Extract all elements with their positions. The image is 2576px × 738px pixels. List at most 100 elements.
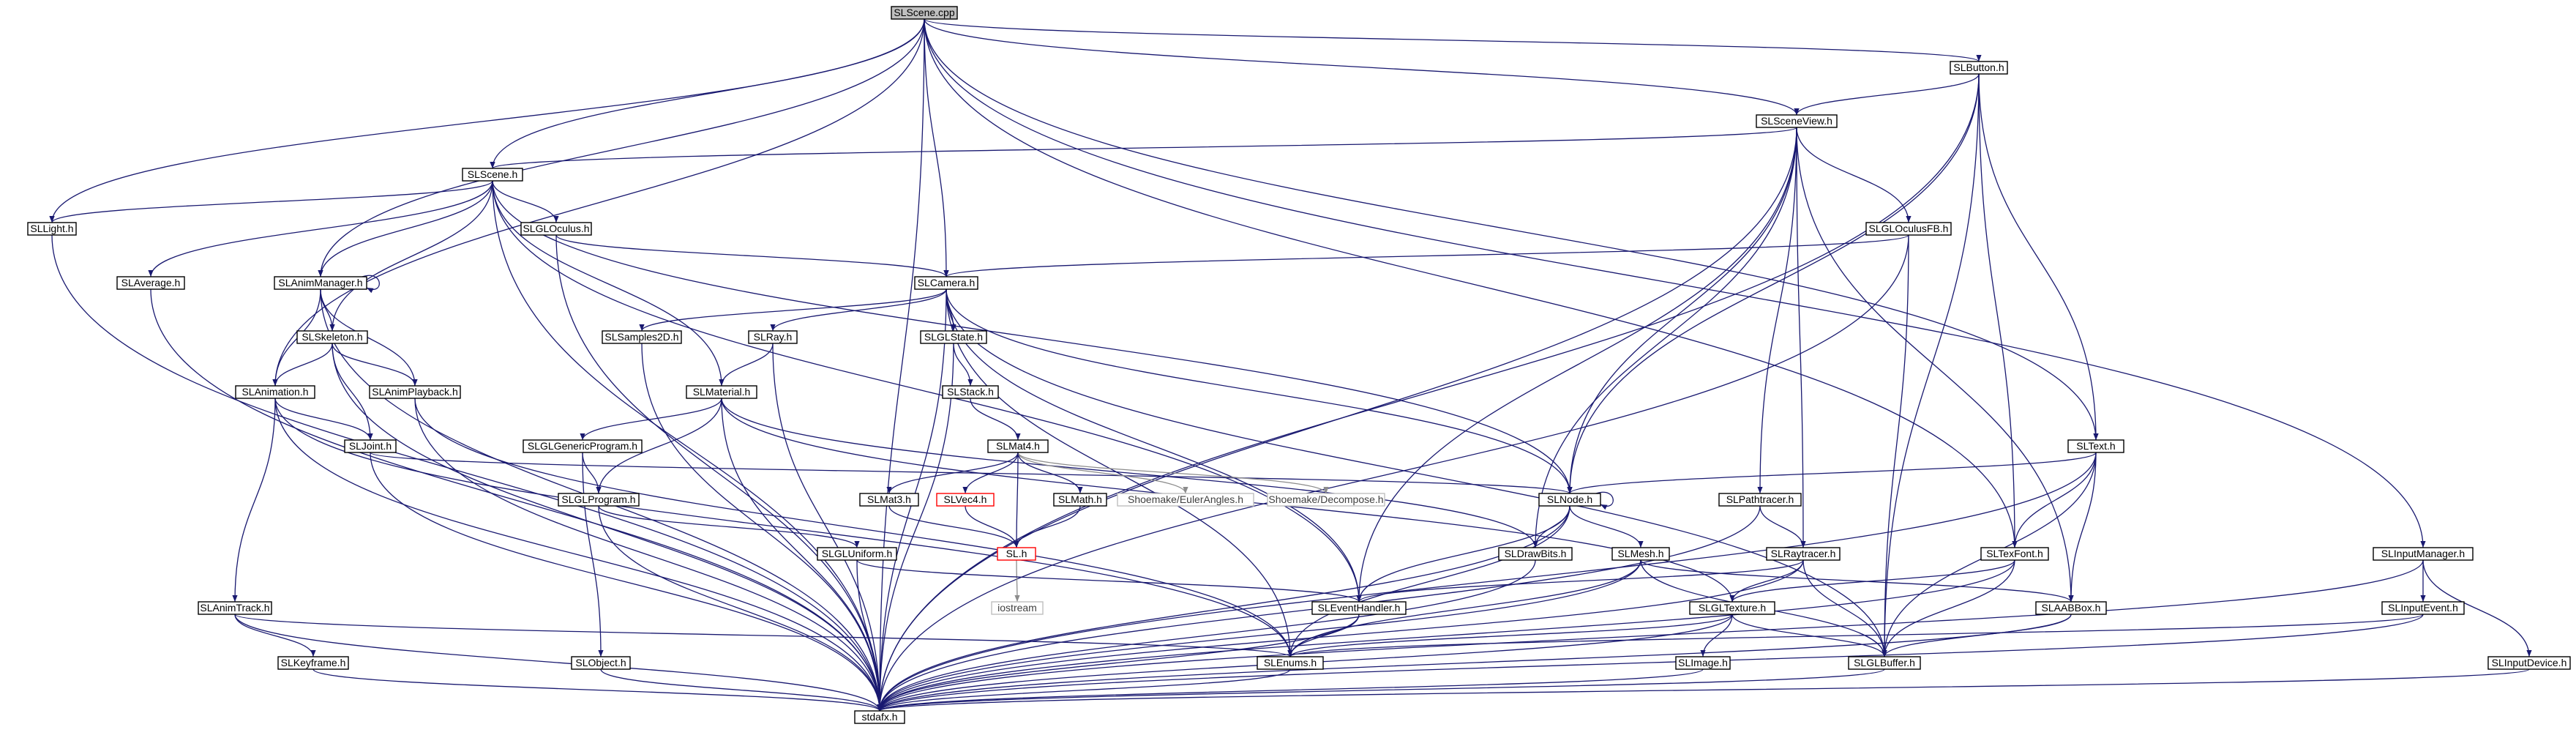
node-gloculusfb_h[interactable]: SLGLOculusFB.h <box>1865 222 1952 236</box>
edge-mat3_h-to-sl_h <box>888 505 1019 548</box>
edge-node_h-to-eventhandler_h <box>1356 505 1570 603</box>
node-sl_h[interactable]: SL.h <box>997 547 1036 561</box>
node-decompose_h[interactable]: Shoemake/Decompose.h <box>1267 493 1385 507</box>
node-samples2d_h[interactable]: SLSamples2D.h <box>602 330 682 344</box>
node-ray_h[interactable]: SLRay.h <box>748 330 798 344</box>
edge-node_h-to-enums_h <box>1287 505 1570 657</box>
node-raytracer_h[interactable]: SLRaytracer.h <box>1766 547 1841 561</box>
node-gloculus_h[interactable]: SLGLOculus.h <box>520 222 592 236</box>
node-mesh_h[interactable]: SLMesh.h <box>1611 547 1670 561</box>
node-enums_h[interactable]: SLEnums.h <box>1257 656 1324 670</box>
node-joint_h[interactable]: SLJoint.h <box>344 439 397 453</box>
node-glstate_h[interactable]: SLGLState.h <box>920 330 987 344</box>
node-label: SLGLOculus.h <box>523 223 589 234</box>
node-image_h[interactable]: SLImage.h <box>1675 656 1731 670</box>
node-texfont_h[interactable]: SLTexFont.h <box>1980 547 2049 561</box>
node-animmanager_h[interactable]: SLAnimManager.h <box>274 276 367 290</box>
edge-glprogram_h-to-stdafx_h <box>598 505 883 712</box>
node-box <box>1257 656 1324 670</box>
node-animplayback_h[interactable]: SLAnimPlayback.h <box>369 385 461 399</box>
node-box <box>2067 439 2124 453</box>
node-label: SLMat3.h <box>867 493 911 505</box>
node-glbuffer_h[interactable]: SLGLBuffer.h <box>1848 656 1921 670</box>
node-mat3_h[interactable]: SLMat3.h <box>859 493 919 507</box>
node-animation_h[interactable]: SLAnimation.h <box>235 385 315 399</box>
node-material_h[interactable]: SLMaterial.h <box>686 385 757 399</box>
node-drawbits_h[interactable]: SLDrawBits.h <box>1498 547 1573 561</box>
node-mat4_h[interactable]: SLMat4.h <box>987 439 1049 453</box>
node-light_h[interactable]: SLLight.h <box>27 222 77 236</box>
node-iostream[interactable]: iostream <box>991 601 1044 615</box>
edge-samples2d_h-to-stdafx_h <box>641 343 883 712</box>
edge-sl_h-to-iostream <box>1014 559 1020 603</box>
edge-gloculusfb_h-to-stdafx_h <box>877 234 1909 712</box>
node-box <box>2487 656 2571 670</box>
node-box <box>1980 547 2049 561</box>
node-box <box>1053 493 1107 507</box>
edge-stack_h-to-mat4_h <box>970 398 1021 441</box>
node-label: SLGLOculusFB.h <box>1869 223 1949 234</box>
node-average_h[interactable]: SLAverage.h <box>116 276 185 290</box>
edge-scene_cpp-to-scene_h <box>490 18 925 169</box>
edge-sceneview_h-to-stdafx_h <box>877 127 1797 712</box>
node-scene_h[interactable]: SLScene.h <box>462 168 523 182</box>
node-vec4_h[interactable]: SLVec4.h <box>936 493 995 507</box>
node-label: SLPathtracer.h <box>1726 493 1794 505</box>
node-label: SLScene.h <box>468 168 518 180</box>
node-inputdevice_h[interactable]: SLInputDevice.h <box>2487 656 2571 670</box>
node-eventhandler_h[interactable]: SLEventHandler.h <box>1311 601 1407 615</box>
edge-mesh_h-to-aabbox_h <box>1640 559 2074 603</box>
node-node_h[interactable]: SLNode.h <box>1538 493 1601 507</box>
node-glgenericprogram_h[interactable]: SLGLGenericProgram.h <box>523 439 643 453</box>
edge-glbuffer_h-to-stdafx_h <box>877 668 1885 712</box>
node-box <box>1756 114 1838 128</box>
node-box <box>1498 547 1573 561</box>
edge-math_h-to-sl_h <box>1014 505 1081 548</box>
node-label: SLButton.h <box>1953 61 2004 73</box>
node-aabbox_h[interactable]: SLAABBox.h <box>2035 601 2107 615</box>
node-inputevent_h[interactable]: SLInputEvent.h <box>2381 601 2465 615</box>
node-stdafx_h[interactable]: stdafx.h <box>854 710 905 724</box>
edge-camera_h-to-eventhandler_h <box>946 288 1362 603</box>
node-box <box>571 656 631 670</box>
node-inputmanager_h[interactable]: SLInputManager.h <box>2373 547 2474 561</box>
node-text_h[interactable]: SLText.h <box>2067 439 2124 453</box>
node-box <box>936 493 995 507</box>
node-skeleton_h[interactable]: SLSkeleton.h <box>296 330 368 344</box>
node-object_h[interactable]: SLObject.h <box>571 656 631 670</box>
node-gluniform_h[interactable]: SLGLUniform.h <box>817 547 897 561</box>
edge-sceneview_h-to-drawbits_h <box>1532 127 1797 548</box>
node-keyframe_h[interactable]: SLKeyframe.h <box>277 656 349 670</box>
node-stack_h[interactable]: SLStack.h <box>942 385 999 399</box>
node-box <box>1267 493 1385 507</box>
edge-mat4_h-to-euler_h <box>1017 452 1188 494</box>
node-sceneview_h[interactable]: SLSceneView.h <box>1756 114 1838 128</box>
edge-raytracer_h-to-eventhandler_h <box>1356 559 1804 603</box>
edge-sceneview_h-to-node_h <box>1567 127 1797 494</box>
node-gltexture_h[interactable]: SLGLTexture.h <box>1689 601 1775 615</box>
edge-camera_h-to-samples2d_h <box>639 288 947 332</box>
edge-button_h-to-stdafx_h <box>877 73 1980 712</box>
edge-gluniform_h-to-stdafx_h <box>856 559 883 712</box>
node-label: SLGLGenericProgram.h <box>528 440 637 452</box>
node-glprogram_h[interactable]: SLGLProgram.h <box>558 493 640 507</box>
node-box <box>987 439 1049 453</box>
node-animtrack_h[interactable]: SLAnimTrack.h <box>198 601 272 615</box>
node-pathtracer_h[interactable]: SLPathtracer.h <box>1718 493 1802 507</box>
edge-skeleton_h-to-animplayback_h <box>332 343 418 387</box>
node-camera_h[interactable]: SLCamera.h <box>914 276 978 290</box>
node-box <box>602 330 682 344</box>
edge-gloculusfb_h-to-glbuffer_h <box>1882 234 1909 657</box>
node-math_h[interactable]: SLMath.h <box>1053 493 1107 507</box>
edge-material_h-to-stdafx_h <box>721 398 883 712</box>
node-scene_cpp[interactable]: SLScene.cpp <box>891 6 958 20</box>
node-label: SLAABBox.h <box>2042 602 2101 614</box>
node-box <box>116 276 185 290</box>
edge-node_h-to-stdafx_h <box>877 505 1570 712</box>
node-label: SLGLProgram.h <box>561 493 635 505</box>
node-euler_h[interactable]: Shoemake/EulerAngles.h <box>1117 493 1254 507</box>
node-box <box>523 439 643 453</box>
node-label: stdafx.h <box>861 711 897 723</box>
node-button_h[interactable]: SLButton.h <box>1950 61 2008 75</box>
